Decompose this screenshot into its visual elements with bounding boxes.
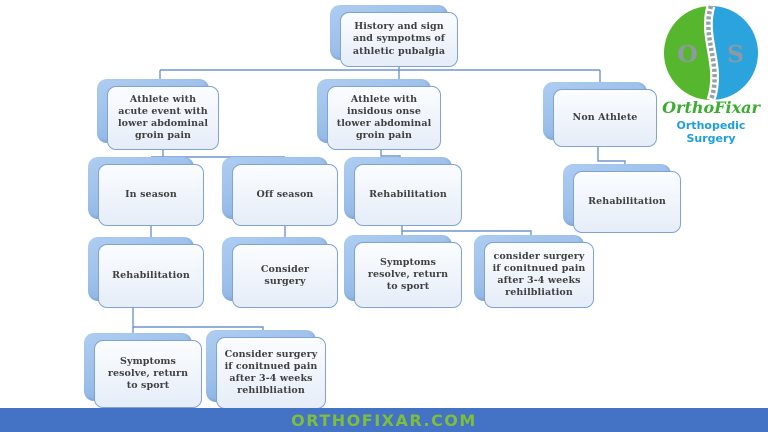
flow-node-non-athlete: Non Athlete [543,82,657,147]
flow-node-history: History and sign and sympotms of athleti… [330,5,458,67]
node-label: In season [125,188,177,200]
flow-node-consider-bottom: Consider surgery if conitnued pain after… [206,330,326,409]
node-face: In season [98,164,204,226]
node-face: Athlete with acute event with lower abdo… [107,86,219,150]
flow-node-rehab-left: Rehabilitation [88,237,204,308]
node-label: consider surgery if conitnued pain after… [492,250,586,299]
spine-logo-icon: O S [663,4,759,102]
node-face: Athlete with insidous onse tlower abdomi… [327,86,441,150]
node-label: Athlete with insidous onse tlower abdomi… [336,93,432,142]
node-face: consider surgery if conitnued pain after… [484,242,594,308]
node-face: Symptoms resolve, return to sport [94,340,202,408]
flow-node-off-season: Off season [222,157,338,226]
flow-node-rehab-mid: Rehabilitation [344,157,462,226]
flow-node-insidious: Athlete with insidous onse tlower abdomi… [317,79,441,150]
node-label: Consider surgery [260,263,310,287]
brand-name: OrthoFixar [662,98,760,117]
node-label: Rehabilitation [588,195,666,207]
orthofixar-logo: O S OrthoFixar Orthopedic Surgery [654,4,768,145]
node-label: Non Athlete [572,111,638,123]
footer-bar: ORTHOFIXAR.COM [0,408,768,432]
footer-url: ORTHOFIXAR.COM [291,410,477,430]
node-face: History and sign and sympotms of athleti… [340,12,458,67]
node-label: Consider surgery if conitnued pain after… [224,348,318,397]
flow-node-symptoms-bottom: Symptoms resolve, return to sport [84,333,202,408]
monogram-o: O [677,40,697,68]
node-face: Rehabilitation [573,171,681,233]
flow-node-rehab-right: Rehabilitation [563,164,681,233]
flow-node-symptoms-mid: Symptoms resolve, return to sport [344,235,462,308]
node-label: Athlete with acute event with lower abdo… [117,93,209,142]
monogram-s: S [727,40,744,68]
flow-node-acute: Athlete with acute event with lower abdo… [97,79,219,150]
flow-node-consider-surgery: Consider surgery [222,237,338,308]
node-face: Consider surgery [232,244,338,308]
node-label: Rehabilitation [369,188,447,200]
node-face: Non Athlete [553,89,657,147]
node-label: History and sign and sympotms of athleti… [352,21,446,57]
node-face: Rehabilitation [98,244,204,308]
node-label: Symptoms resolve, return to sport [107,355,189,392]
node-label: Off season [256,188,314,200]
node-face: Off season [232,164,338,226]
brand-subtitle: Orthopedic Surgery [676,118,746,145]
node-face: Symptoms resolve, return to sport [354,242,462,308]
node-face: Rehabilitation [354,164,462,226]
node-label: Rehabilitation [112,269,190,281]
flow-node-in-season: In season [88,157,204,226]
node-face: Consider surgery if conitnued pain after… [216,337,326,409]
node-label: Symptoms resolve, return to sport [367,256,449,293]
flow-node-consider-mid: consider surgery if conitnued pain after… [474,235,594,308]
